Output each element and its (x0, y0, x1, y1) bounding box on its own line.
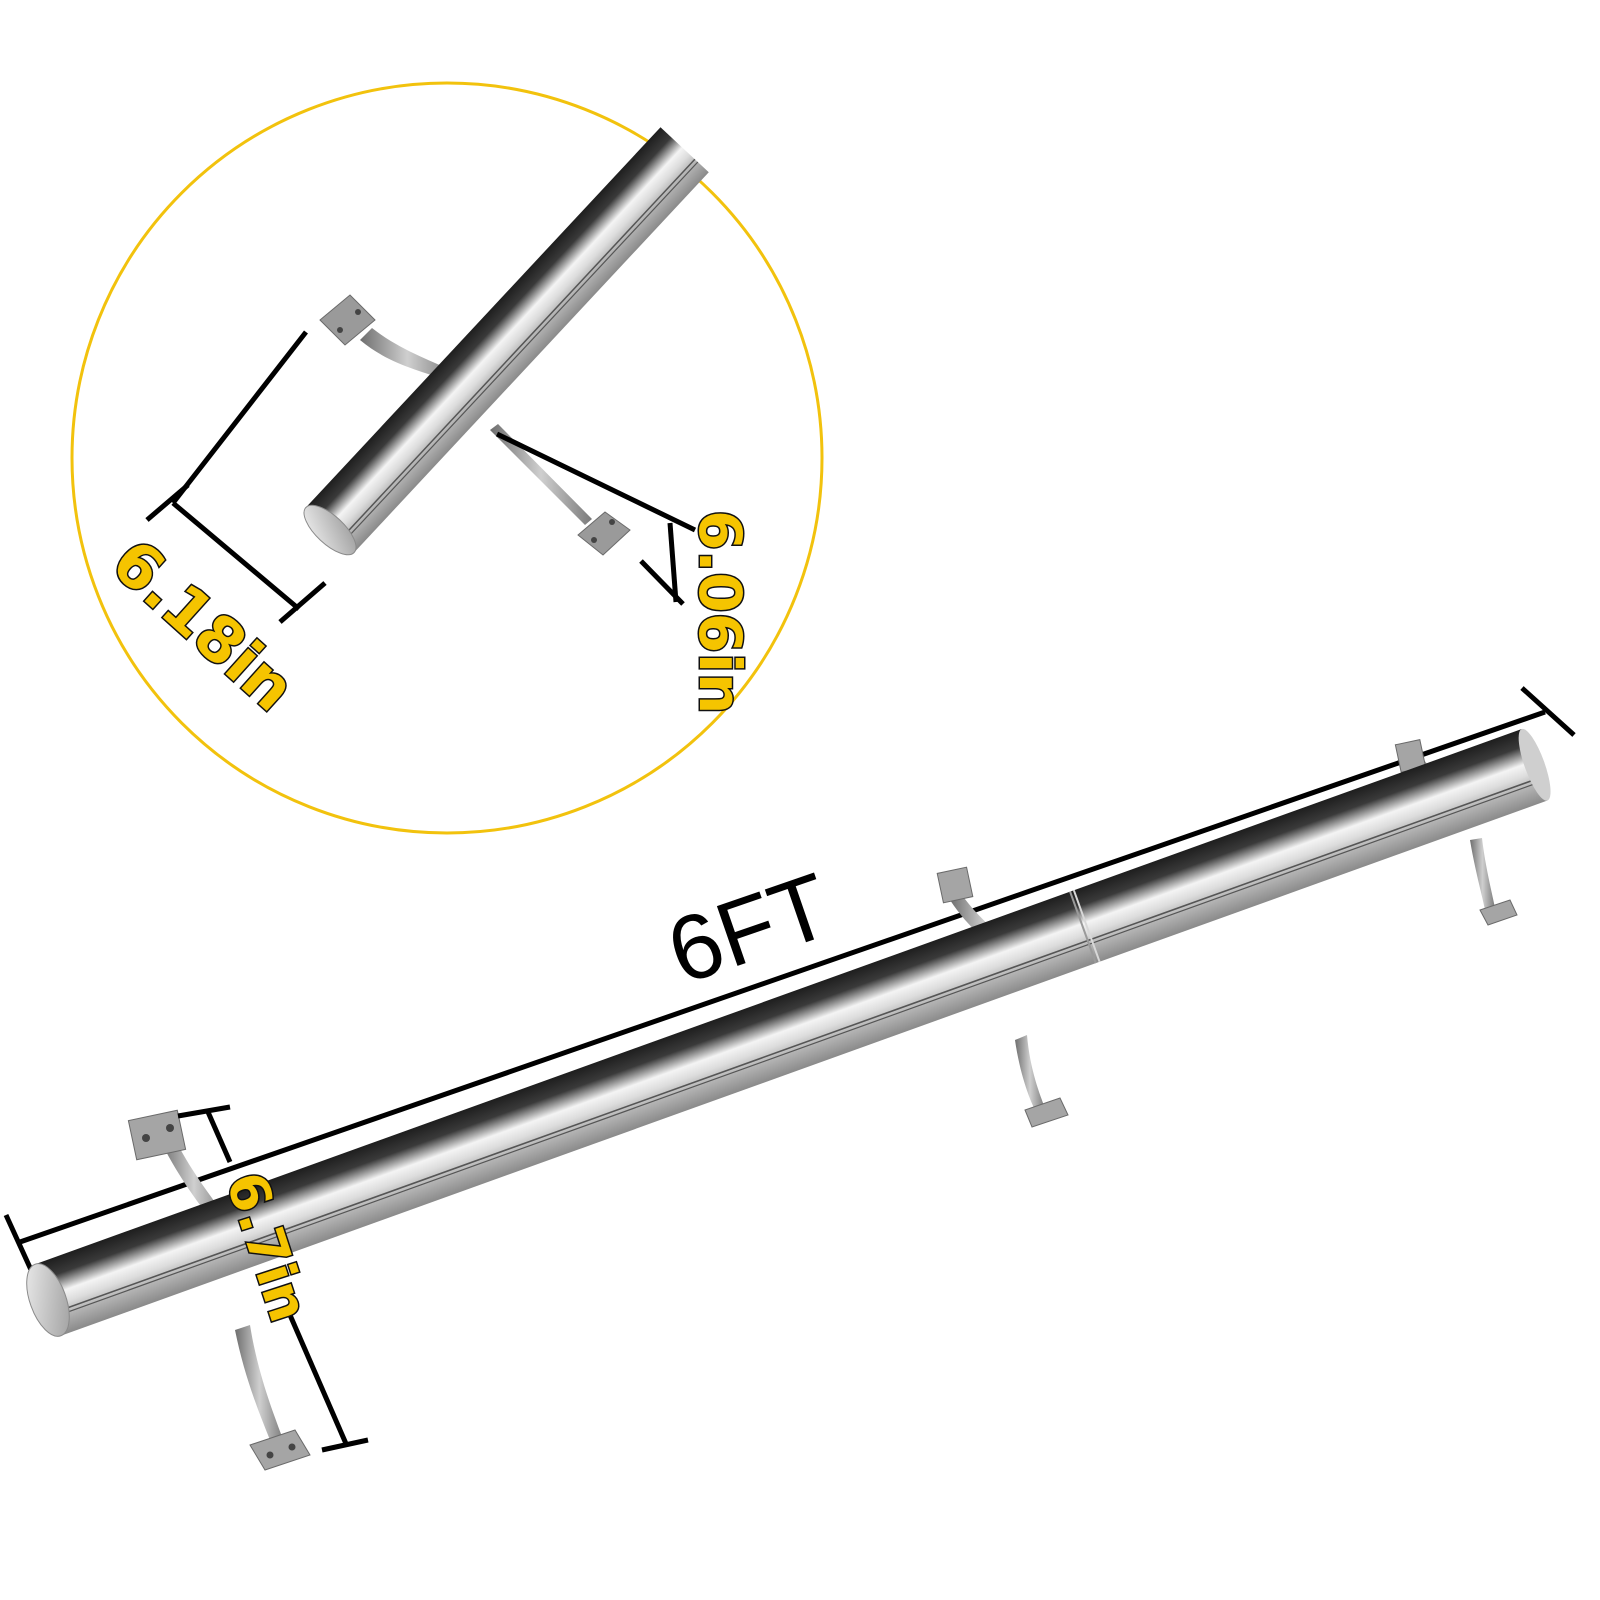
bracket-left-lower (235, 1325, 311, 1471)
length-dimension (3, 686, 1576, 1274)
rail-joint (1069, 891, 1097, 964)
callout-height-label: 6.06in (686, 510, 754, 714)
bracket-height-dimension (177, 1104, 369, 1453)
bracket-middle-lower (1015, 1035, 1069, 1128)
callout-detail: 6.18in 6.06in (70, 81, 824, 835)
callout-mount-plate-upper (319, 294, 376, 346)
mount-plate (1024, 1097, 1069, 1128)
bracket-right-lower (1470, 838, 1518, 926)
mount-plate (936, 866, 974, 904)
callout-bracket-upper (319, 294, 455, 380)
callout-dimension-lines (145, 330, 697, 624)
callout-rail (303, 127, 709, 556)
mount-plate (127, 1109, 187, 1161)
callout-end-cap (303, 504, 357, 556)
callout-circle (70, 81, 824, 835)
handrail (26, 728, 1551, 1337)
main-view: 6FT (3, 686, 1576, 1471)
callout-mount-plate-lower (577, 511, 631, 556)
length-label: 6FT (655, 854, 843, 1004)
callout-rail-body (305, 127, 709, 553)
callout-bracket-lower (490, 424, 631, 556)
mount-plate (1479, 899, 1518, 926)
mount-plate (249, 1429, 311, 1471)
rail-end-cap (26, 1263, 70, 1337)
